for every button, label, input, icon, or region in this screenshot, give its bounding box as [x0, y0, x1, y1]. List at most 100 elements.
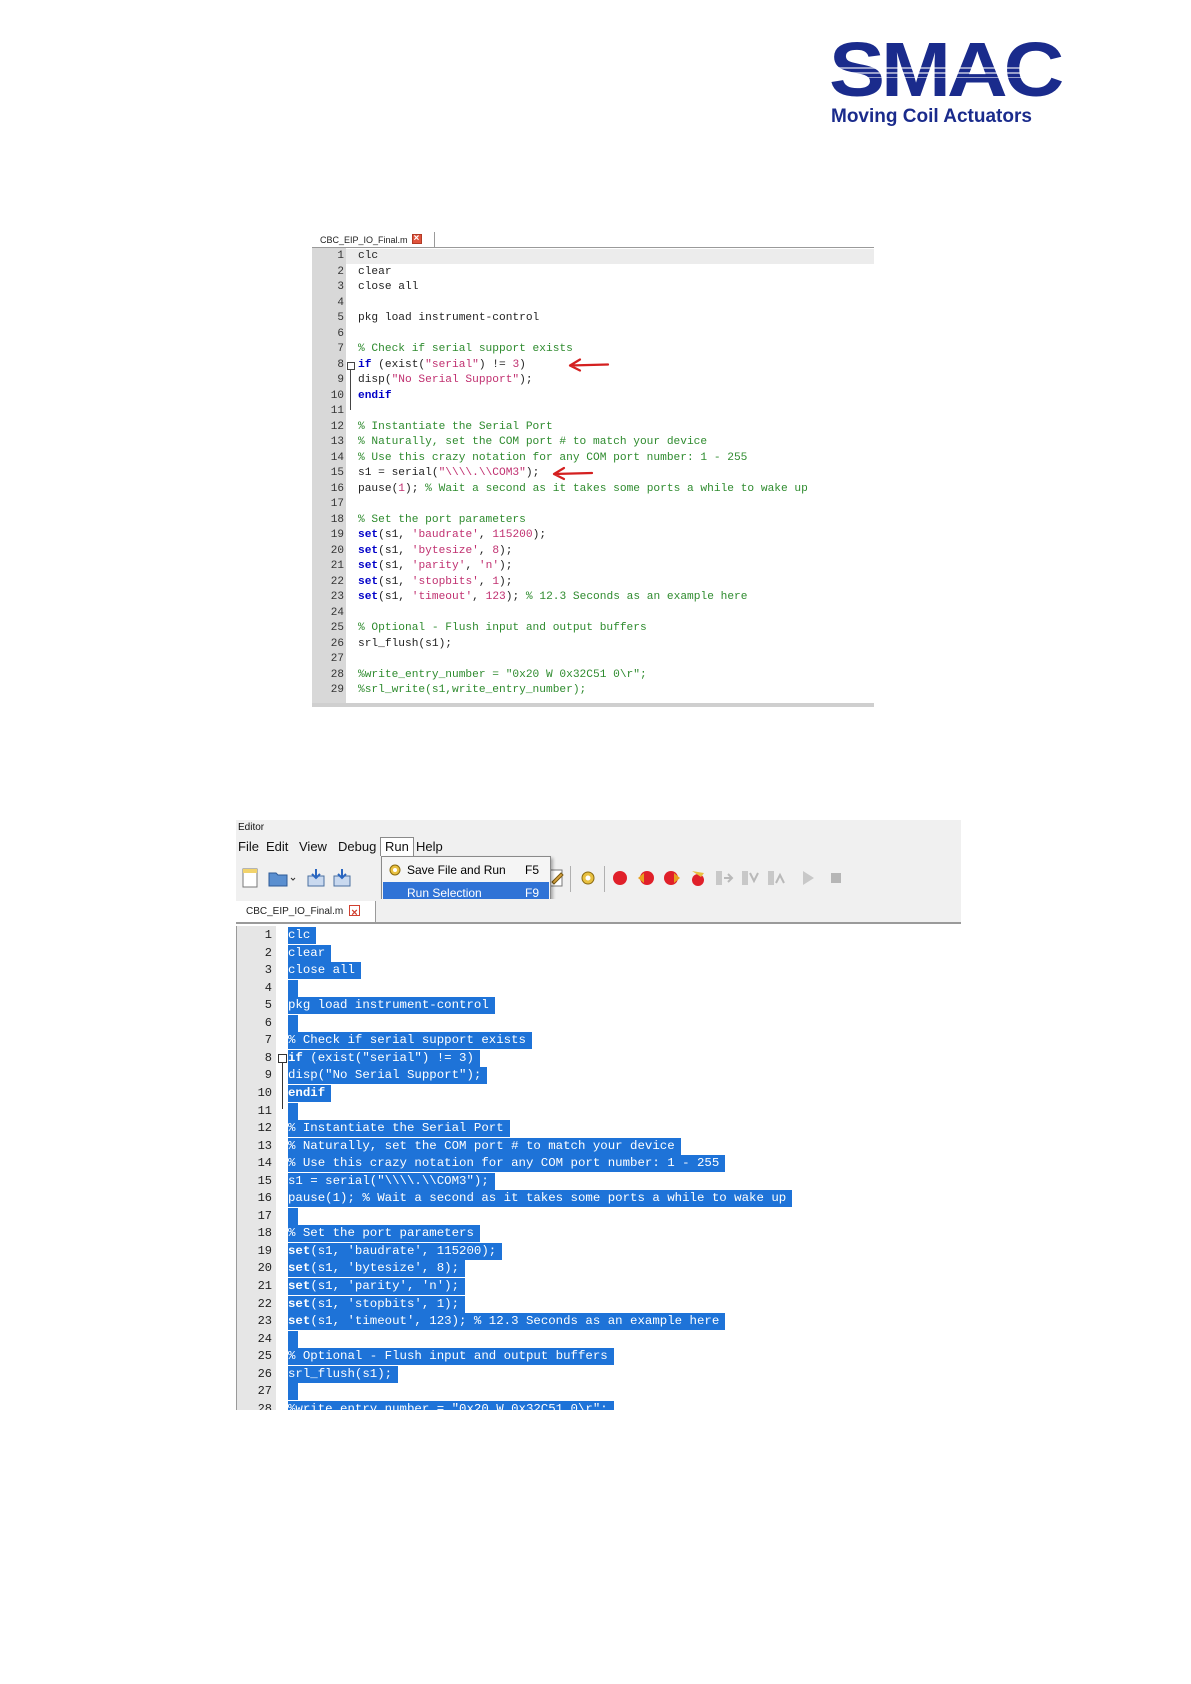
code-line[interactable]: close all [358, 280, 418, 296]
code-token: "No Serial Support" [391, 374, 520, 386]
code-line[interactable]: clc [358, 249, 378, 265]
clear-breakpoints-icon[interactable] [688, 868, 708, 888]
file-tab-label: CBC_EIP_IO_Final.m [320, 235, 408, 245]
menu-item-save-file-and-run[interactable]: Save File and Run F5 [383, 859, 549, 881]
code-token: % Use this crazy notation for any COM po… [358, 451, 748, 464]
selected-code-line[interactable]: set(s1, 'stopbits', 1); [288, 1295, 466, 1313]
selected-code-line[interactable]: clc [288, 927, 317, 944]
horizontal-scrollbar[interactable] [312, 703, 874, 707]
code-line[interactable]: endif [358, 389, 392, 405]
selected-code-line[interactable]: %write_entry_number = "0x20 W 0x32C51 0\… [288, 1400, 614, 1410]
continue-icon[interactable] [798, 868, 818, 888]
selected-code-line[interactable]: % Naturally, set the COM port # to match… [288, 1137, 681, 1155]
line-number: 16 [330, 482, 344, 495]
step-in-icon[interactable] [740, 868, 760, 888]
code-line[interactable]: %srl_write(s1,write_entry_number); [358, 683, 586, 699]
code-line[interactable]: % Optional - Flush input and output buff… [358, 621, 647, 637]
selected-code-line[interactable]: % Set the port parameters [288, 1225, 480, 1243]
breakpoint-icon[interactable] [610, 868, 630, 888]
selected-code-line[interactable]: % Optional - Flush input and output buff… [288, 1348, 614, 1366]
selected-code-line[interactable]: disp("No Serial Support"); [288, 1067, 488, 1085]
step-over-icon[interactable] [714, 868, 734, 888]
code-line[interactable]: % Instantiate the Serial Port [358, 420, 553, 436]
code-line[interactable]: set(s1, 'baudrate', 115200); [358, 528, 546, 544]
code-token: ); [405, 482, 426, 495]
code-line[interactable]: disp("No Serial Support"); [358, 373, 533, 389]
menu-view[interactable]: View [299, 839, 327, 854]
code-line[interactable]: % Check if serial support exists [358, 342, 573, 358]
code-line[interactable]: s1 = serial("\\\\.\\COM3"); [358, 466, 539, 482]
code-token: 115200 [492, 529, 533, 541]
menu-run[interactable]: Run [380, 837, 414, 856]
file-tab[interactable]: CBC_EIP_IO_Final.m [318, 232, 428, 248]
code-line[interactable]: set(s1, 'timeout', 123); % 12.3 Seconds … [358, 590, 747, 606]
code-line[interactable]: set(s1, 'bytesize', 8); [358, 544, 512, 560]
menu-file[interactable]: File [238, 839, 259, 854]
menu-debug[interactable]: Debug [338, 839, 377, 854]
code-line[interactable]: srl_flush(s1); [358, 637, 452, 653]
menu-item-run-selection[interactable]: Run Selection F9 [383, 882, 549, 904]
code-line[interactable]: set(s1, 'stopbits', 1); [358, 575, 512, 591]
selected-code-line[interactable]: % Check if serial support exists [288, 1032, 532, 1050]
stop-icon[interactable] [826, 868, 846, 888]
gear-icon[interactable] [578, 868, 598, 888]
code-line[interactable]: % Use this crazy notation for any COM po… [358, 451, 747, 467]
code-line[interactable]: % Naturally, set the COM port # to match… [358, 435, 707, 451]
gear-icon [389, 864, 401, 876]
step-out-icon[interactable] [766, 868, 786, 888]
selected-code-line[interactable]: s1 = serial("\\\\.\\COM3"); [288, 1172, 495, 1190]
selected-code-line[interactable] [288, 1014, 298, 1032]
save-as-icon[interactable] [332, 868, 352, 888]
open-file-icon[interactable] [268, 868, 296, 888]
line-number: 8 [337, 358, 344, 371]
fold-toggle-icon[interactable] [347, 361, 355, 370]
selected-code-line[interactable] [288, 1383, 298, 1401]
file-tab[interactable]: CBC_EIP_IO_Final.m [236, 901, 376, 924]
menu-item-label: Save File and Run [407, 863, 506, 877]
selected-code-line[interactable]: if (exist("serial") != 3) [288, 1049, 480, 1067]
line-number: 2 [337, 265, 344, 278]
line-number: 12 [330, 420, 344, 433]
line-number: 3 [337, 281, 344, 293]
selected-code-line[interactable]: pkg load instrument-control [288, 997, 495, 1015]
selected-code-line[interactable]: set(s1, 'parity', 'n'); [288, 1278, 466, 1295]
menu-help[interactable]: Help [416, 839, 443, 854]
selected-code-line[interactable]: clear [288, 944, 332, 962]
code-line[interactable]: % Set the port parameters [358, 513, 526, 529]
selected-code-line[interactable]: pause(1); % Wait a second as it takes so… [288, 1190, 793, 1208]
next-breakpoint-icon[interactable] [662, 868, 682, 888]
selected-code-line[interactable]: % Use this crazy notation for any COM po… [288, 1155, 726, 1173]
code-line[interactable]: pkg load instrument-control [358, 311, 539, 327]
selected-code-line[interactable] [288, 1102, 298, 1120]
selected-code-line[interactable]: set(s1, 'bytesize', 8); [288, 1260, 466, 1278]
selected-code-line[interactable]: endif [288, 1084, 332, 1102]
selected-code-line[interactable] [288, 979, 298, 997]
selected-code-line[interactable] [288, 1207, 298, 1225]
selected-code-line[interactable]: set(s1, 'timeout', 123); % 12.3 Seconds … [288, 1313, 726, 1331]
selected-code-line[interactable] [288, 1330, 298, 1348]
previous-breakpoint-icon[interactable] [636, 868, 656, 888]
code-token: pkg load instrument-control [358, 312, 540, 324]
code-line[interactable]: if (exist("serial") != 3) [358, 358, 526, 374]
code-line[interactable]: clear [358, 265, 392, 281]
keyword-token: if [288, 1050, 303, 1065]
code-line[interactable]: set(s1, 'parity', 'n'); [358, 559, 512, 575]
code-token: % Wait a second as it takes some ports a… [425, 482, 808, 495]
code-token: "serial" [425, 358, 479, 371]
code-line[interactable]: %write_entry_number = "0x20 W 0x32C51 0\… [358, 668, 647, 684]
selected-code-line[interactable]: srl_flush(s1); [288, 1365, 399, 1383]
close-icon[interactable] [411, 232, 422, 246]
code-token: % Check if serial support exists [358, 343, 573, 355]
code-token: %srl_write(s1,write_entry_number); [358, 684, 587, 696]
new-file-icon[interactable] [240, 868, 260, 888]
code-token: % Optional - Flush input and output buff… [358, 622, 647, 634]
code-line[interactable]: pause(1); % Wait a second as it takes so… [358, 482, 808, 498]
selected-code-line[interactable]: close all [288, 962, 361, 980]
save-file-icon[interactable] [306, 868, 326, 888]
close-icon[interactable] [349, 903, 361, 924]
menu-edit[interactable]: Edit [266, 839, 289, 854]
line-number: 6 [264, 1015, 272, 1030]
selected-code-line[interactable]: % Instantiate the Serial Port [288, 1120, 510, 1138]
selected-code-line[interactable]: set(s1, 'baudrate', 115200); [288, 1242, 503, 1260]
fold-toggle-icon[interactable] [278, 1053, 287, 1063]
